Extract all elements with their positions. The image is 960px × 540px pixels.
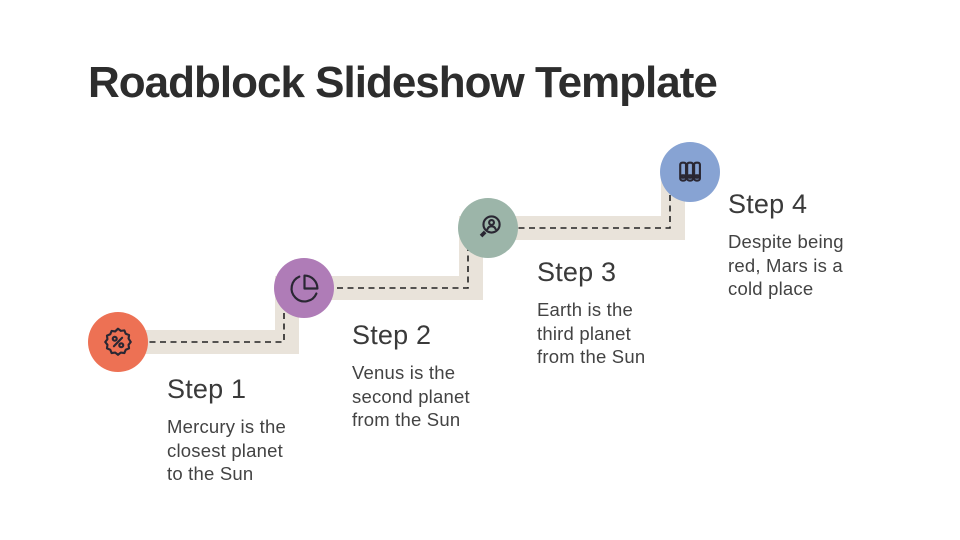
step4-text-block: Step 4 Despite being red, Mars is a cold… — [728, 187, 898, 301]
archive-binders-icon — [679, 161, 701, 182]
step1-title: Step 1 — [167, 374, 247, 404]
step1-circle — [88, 312, 148, 372]
step2-text-block: Step 2 Venus is the second planet from t… — [352, 318, 522, 432]
step3-title: Step 3 — [537, 257, 617, 287]
step1-description: Mercury is the closes​t planet to the Su… — [167, 416, 286, 484]
path-band — [118, 172, 685, 354]
step4-description: Despite being red, Mars is a cold place — [728, 231, 844, 299]
path-dashed-line — [118, 172, 671, 343]
step3-circle — [458, 198, 518, 258]
discount-badge-icon — [104, 327, 132, 356]
step3-description: Earth is the third planet from the Sun — [537, 299, 646, 367]
step4-circle — [660, 142, 720, 202]
pie-chart-icon — [289, 273, 319, 303]
slide-title: Roadblock Slideshow Template — [88, 58, 718, 107]
step3-text-block: Step 3 Earth is the third planet from th… — [537, 255, 707, 369]
step2-title: Step 2 — [352, 320, 432, 350]
person-search-icon — [479, 215, 501, 238]
step1-text-block: Step 1 Mercury is the closes​t planet to… — [167, 372, 337, 486]
step2-description: Venus is the second planet from the Sun — [352, 362, 470, 430]
step2-circle — [274, 258, 334, 318]
step4-title: Step 4 — [728, 189, 808, 219]
